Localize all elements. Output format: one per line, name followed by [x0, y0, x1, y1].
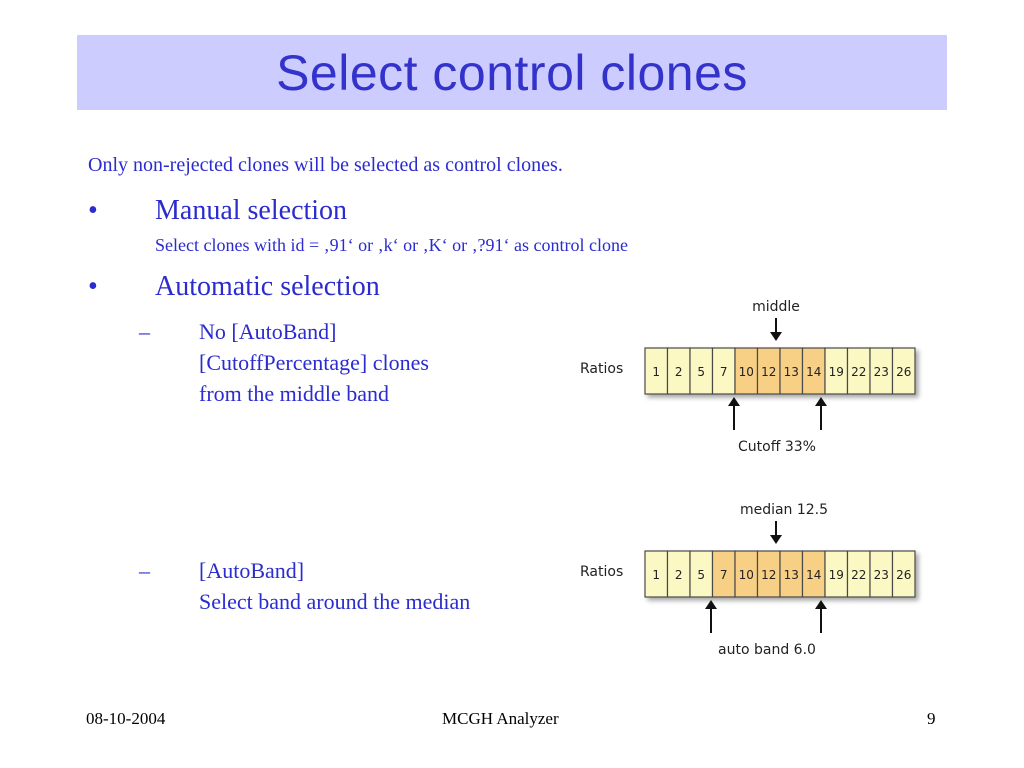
ratio-cell-value: 7 — [720, 568, 728, 582]
no-autoband-line1: No [AutoBand] — [199, 319, 337, 344]
down-arrow-icon — [770, 318, 782, 341]
ratio-cell-value: 1 — [652, 365, 660, 379]
ratio-cell-value: 13 — [784, 365, 799, 379]
no-autoband-item: No [AutoBand] [CutoffPercentage] clones … — [199, 316, 429, 409]
ratio-cell-value: 19 — [829, 365, 844, 379]
footer-page-number: 9 — [927, 709, 936, 728]
dash-marker: – — [139, 319, 150, 344]
row-label: Ratios — [580, 361, 623, 377]
top-annotation: middle — [752, 299, 800, 315]
bullet-marker: • — [88, 271, 98, 302]
ratio-cell-value: 5 — [697, 365, 705, 379]
bullet-marker: • — [88, 195, 98, 226]
ratio-cell-value: 26 — [896, 365, 911, 379]
ratio-cell-value: 22 — [851, 568, 866, 582]
slide-title: Select control clones — [276, 44, 748, 101]
ratio-cell-value: 19 — [829, 568, 844, 582]
ratio-cell-value: 12 — [761, 568, 776, 582]
automatic-selection-label: Automatic selection — [155, 271, 380, 302]
manual-selection-label: Manual selection — [155, 195, 348, 226]
up-arrow-icon — [705, 600, 717, 633]
ratio-cell-value: 1 — [652, 568, 660, 582]
up-arrow-icon — [728, 397, 740, 430]
ratio-cell-value: 2 — [675, 568, 683, 582]
dash-marker: – — [139, 558, 150, 583]
no-autoband-line2: [CutoffPercentage] clones — [199, 350, 429, 375]
ratio-cell — [891, 347, 916, 395]
no-autoband-line3: from the middle band — [199, 381, 390, 406]
ratio-cell-value: 23 — [874, 568, 889, 582]
ratio-cell-value: 10 — [739, 365, 754, 379]
up-arrow-icon — [815, 397, 827, 430]
ratio-cell-value: 14 — [806, 365, 821, 379]
top-annotation: median 12.5 — [740, 502, 828, 518]
autoband-line2: Select band around the median — [199, 589, 471, 614]
ratio-cell-value: 2 — [675, 365, 683, 379]
ratio-cell-value: 12 — [761, 365, 776, 379]
bottom-annotation: Cutoff 33% — [738, 439, 816, 455]
title-bar: Select control clones — [77, 35, 947, 110]
manual-selection-note: Select clones with id = ‚91‘ or ‚k‘ or ‚… — [155, 235, 629, 255]
ratio-cell-value: 7 — [720, 365, 728, 379]
down-arrow-icon — [770, 521, 782, 544]
footer-title: MCGH Analyzer — [442, 709, 559, 728]
ratio-cell-value: 14 — [806, 568, 821, 582]
ratio-cell-value: 23 — [874, 365, 889, 379]
footer-date: 08-10-2004 — [86, 709, 166, 728]
autoband-line1: [AutoBand] — [199, 558, 305, 583]
row-label: Ratios — [580, 564, 623, 580]
ratio-cell-value: 26 — [896, 568, 911, 582]
ratio-cell-value: 13 — [784, 568, 799, 582]
ratio-cell — [891, 550, 916, 598]
ratio-cell-value: 5 — [697, 568, 705, 582]
ratio-cell-value: 22 — [851, 365, 866, 379]
autoband-item: [AutoBand] Select band around the median — [199, 555, 470, 617]
bottom-annotation: auto band 6.0 — [718, 642, 816, 658]
intro-text: Only non-rejected clones will be selecte… — [88, 154, 563, 176]
ratio-cell-value: 10 — [739, 568, 754, 582]
up-arrow-icon — [815, 600, 827, 633]
